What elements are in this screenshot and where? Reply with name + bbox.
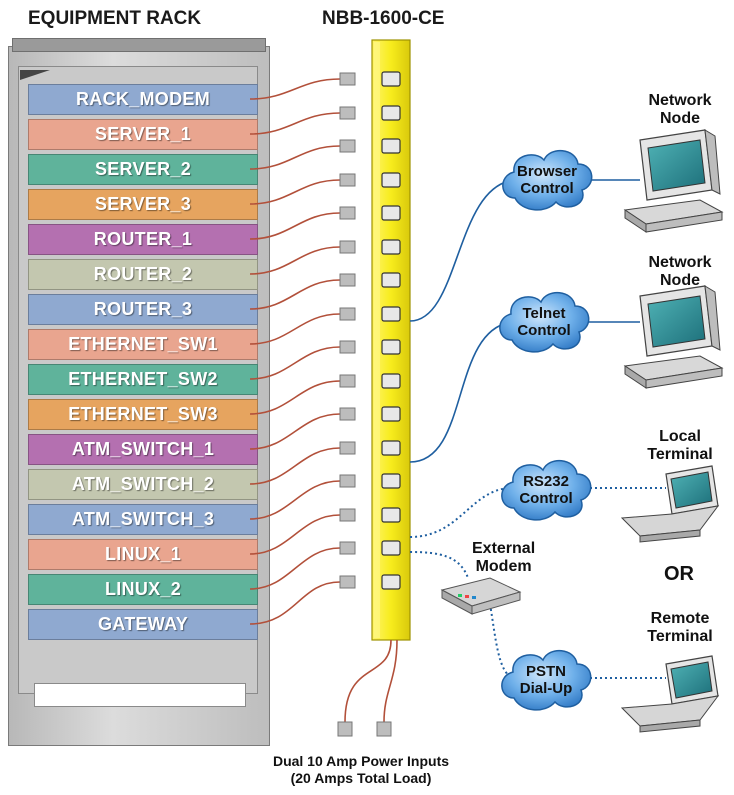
cloud-label-line: PSTN [525, 663, 566, 680]
node-label-line: Terminal [647, 446, 713, 463]
network-cables [409, 179, 640, 463]
pdu-title: NBB-1600-CE [322, 8, 445, 29]
rack-slot-label: RACK_MODEM [75, 89, 210, 109]
rack-slot-server-3[interactable]: SERVER_3 [28, 189, 258, 220]
rack-slot-label: LINUX_1 [104, 544, 182, 564]
cloud-label-line: Telnet [522, 305, 566, 322]
rack-slot-label: ROUTER_1 [93, 229, 193, 249]
rack-title: EQUIPMENT RACK [28, 8, 202, 29]
cloud-pstn-dial-up [501, 650, 592, 711]
rack-slot-linux-2[interactable]: LINUX_2 [28, 574, 258, 605]
or-label: OR [664, 563, 694, 585]
cloud-browser-control [502, 150, 593, 211]
network-node-label: Network Node [630, 92, 730, 128]
rack-power-wires [249, 78, 341, 625]
pdu-outlets [381, 71, 401, 590]
rack-slot-server-2[interactable]: SERVER_2 [28, 154, 258, 185]
rack-slot-router-1[interactable]: ROUTER_1 [28, 224, 258, 255]
rack-slot-label: GATEWAY [97, 614, 189, 634]
cloud-telnet-control [499, 292, 590, 353]
node-label-line: Terminal [647, 628, 713, 645]
browser-control-label: Browser Control [512, 163, 582, 197]
rack-slot-label: ROUTER_3 [93, 299, 193, 319]
node-label-line: Remote [650, 610, 710, 627]
caption-line: Dual 10 Amp Power Inputs [272, 753, 450, 769]
rack-slot-label: ETHERNET_SW1 [68, 334, 218, 354]
caption-line: (20 Amps Total Load) [290, 770, 432, 786]
rack-slot-linux-1[interactable]: LINUX_1 [28, 539, 258, 570]
rack-slot-label: LINUX_2 [104, 579, 182, 599]
rack-slot-gateway[interactable]: GATEWAY [28, 609, 258, 640]
rack-top [12, 38, 266, 52]
rack-slot-ethernet-sw2[interactable]: ETHERNET_SW2 [28, 364, 258, 395]
cloud-label-line: RS232 [523, 473, 569, 490]
laptop-icon [620, 465, 720, 543]
node-label-line: Node [660, 110, 700, 127]
rack-slot-label: SERVER_3 [94, 194, 192, 214]
cloud-label-line: Control [519, 490, 573, 507]
node-label-line: Network [648, 254, 712, 271]
node-label-line: Network [648, 92, 712, 109]
power-input-caption: Dual 10 Amp Power Inputs (20 Amps Total … [226, 753, 496, 787]
modem-label-line: External [472, 540, 536, 557]
rs232-control-label: RS232 Control [511, 473, 581, 507]
rack-slot-label: ATM_SWITCH_3 [71, 509, 215, 529]
modem-label-line: Modem [475, 558, 532, 575]
rack-notch [20, 70, 50, 80]
rack-slot-router-2[interactable]: ROUTER_2 [28, 259, 258, 290]
desktop-computer-icon [623, 285, 724, 389]
rack-empty-slot [34, 683, 246, 707]
power-input-cables [344, 639, 398, 723]
rack-slot-label: SERVER_2 [94, 159, 192, 179]
cloud-label-line: Control [517, 322, 571, 339]
pstn-dial-up-label: PSTN Dial-Up [511, 663, 581, 697]
node-label-line: Node [660, 272, 700, 289]
rack-slot-atm-switch-2[interactable]: ATM_SWITCH_2 [28, 469, 258, 500]
cloud-label-line: Control [520, 180, 574, 197]
equipment-rack: RACK_MODEM SERVER_1 SERVER_2 SERVER_3 RO… [8, 38, 270, 746]
rack-slot-label: ETHERNET_SW2 [68, 369, 218, 389]
cloud-rs232-control [501, 460, 592, 521]
local-terminal-label: Local Terminal [630, 428, 730, 464]
rack-slot-atm-switch-1[interactable]: ATM_SWITCH_1 [28, 434, 258, 465]
power-input-plugs [337, 721, 392, 737]
serial-cables [409, 487, 666, 679]
plug-connectors [339, 72, 356, 589]
external-modem-label: External Modem [472, 540, 535, 576]
rack-slot-router-3[interactable]: ROUTER_3 [28, 294, 258, 325]
rack-slot-server-1[interactable]: SERVER_1 [28, 119, 258, 150]
cloud-label-line: Dial-Up [519, 680, 573, 697]
rack-slot-ethernet-sw3[interactable]: ETHERNET_SW3 [28, 399, 258, 430]
remote-terminal-label: Remote Terminal [630, 610, 730, 646]
rack-slot-label: ATM_SWITCH_1 [71, 439, 215, 459]
rack-slot-label: ETHERNET_SW3 [68, 404, 218, 424]
laptop-icon [620, 655, 720, 733]
rack-slot-ethernet-sw1[interactable]: ETHERNET_SW1 [28, 329, 258, 360]
external-modem-icon [440, 577, 522, 615]
cloud-label-line: Browser [516, 163, 578, 180]
rack-slot-atm-switch-3[interactable]: ATM_SWITCH_3 [28, 504, 258, 535]
node-label-line: Local [659, 428, 701, 445]
telnet-control-label: Telnet Control [509, 305, 579, 339]
network-node-label: Network Node [630, 254, 730, 290]
rack-slot-label: SERVER_1 [94, 124, 192, 144]
desktop-computer-icon [623, 129, 724, 233]
rack-slot-rack-modem[interactable]: RACK_MODEM [28, 84, 258, 115]
rack-slot-label: ROUTER_2 [93, 264, 193, 284]
rack-slot-label: ATM_SWITCH_2 [71, 474, 215, 494]
